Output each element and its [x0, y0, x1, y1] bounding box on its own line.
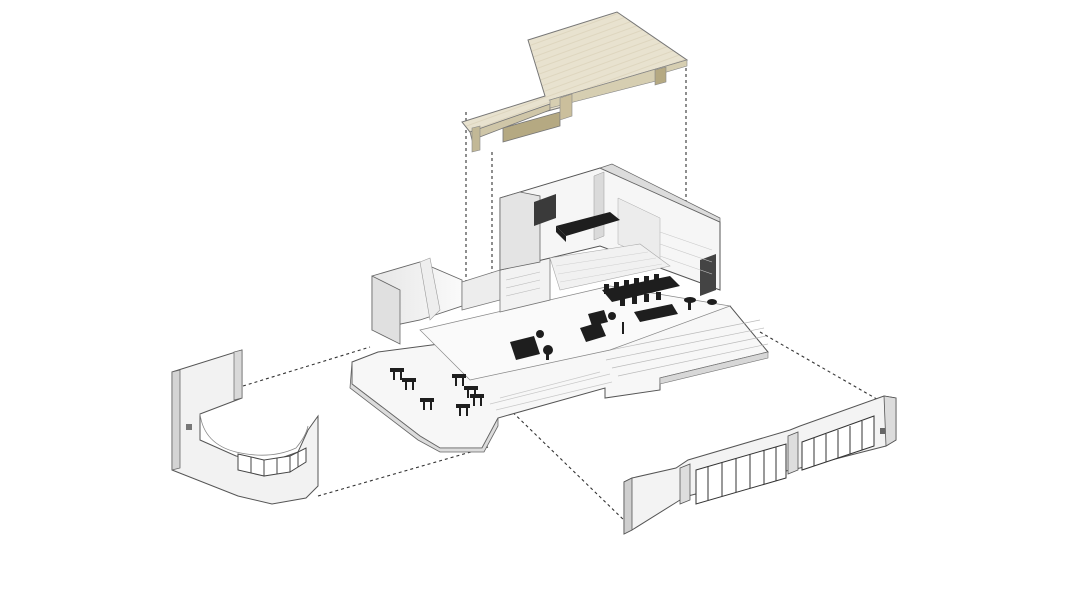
ceiling-column-cap: [559, 93, 573, 121]
rear-shelves: [659, 231, 713, 275]
facade-end-left: [623, 477, 633, 535]
rear-block-top-edge: [599, 163, 721, 223]
curved-facade-wall: [171, 349, 319, 505]
facade-glazing-left: [695, 443, 787, 505]
rear-column: [593, 171, 605, 241]
left-room-partition: [419, 257, 441, 321]
left-room-wall-side: [371, 275, 401, 345]
main-floor-plan: [349, 163, 769, 453]
curved-wall-top-end: [233, 349, 243, 401]
curved-wall-top-edge: [199, 413, 309, 456]
low-bench: [634, 304, 678, 322]
cafe-tables: [390, 368, 484, 416]
rear-sofa-side: [556, 226, 566, 242]
furniture: [390, 212, 717, 416]
facade-vent: [880, 428, 885, 434]
bench-step-lines: [555, 251, 663, 283]
guide-line-curved-wall-top: [242, 346, 371, 387]
round-stool: [707, 299, 717, 305]
armchair-1: [580, 322, 606, 342]
guide-line-curved-wall-bottom: [317, 446, 489, 497]
ceiling-panel: [461, 11, 689, 153]
facade-pilaster-1: [679, 463, 691, 505]
curved-windows: [237, 447, 307, 477]
terrace-steps: [599, 319, 769, 377]
side-table-leg: [688, 300, 691, 310]
facade-end-right: [883, 395, 897, 447]
coffee-table-1: [536, 330, 544, 338]
coffee-table-leg: [546, 350, 549, 360]
floor-lamp: [622, 322, 624, 334]
center-back-wall: [461, 269, 501, 311]
long-table: [602, 276, 680, 302]
armchair-2: [588, 310, 608, 326]
floor-slab-edge: [349, 361, 499, 453]
guide-line-facade-left: [499, 399, 629, 525]
ceiling-soffit-block: [502, 111, 561, 143]
ceiling-hanging-piece-left: [471, 125, 481, 153]
rear-block-left-wall: [499, 191, 541, 271]
sofa-left: [510, 336, 540, 360]
rear-door-right: [700, 254, 716, 296]
floor-slab-edge-right: [659, 351, 769, 385]
round-side-table: [608, 312, 616, 320]
ceiling-beam-end: [654, 66, 667, 86]
glazed-front-facade: [623, 395, 897, 535]
curved-wall-end: [171, 369, 181, 471]
rear-sofa: [556, 212, 620, 236]
rear-doorway: [534, 194, 556, 226]
curved-wall-front: [171, 349, 319, 505]
curved-wall-opening: [186, 424, 192, 430]
dining-chairs: [604, 274, 661, 306]
facade-pilaster-2: [787, 431, 799, 475]
ceiling-edge: [469, 103, 551, 141]
facade-glazing-right: [801, 415, 875, 471]
shelving-lines: [505, 271, 541, 297]
guide-line-facade-right: [759, 331, 883, 403]
floor-step-lines: [489, 371, 613, 411]
